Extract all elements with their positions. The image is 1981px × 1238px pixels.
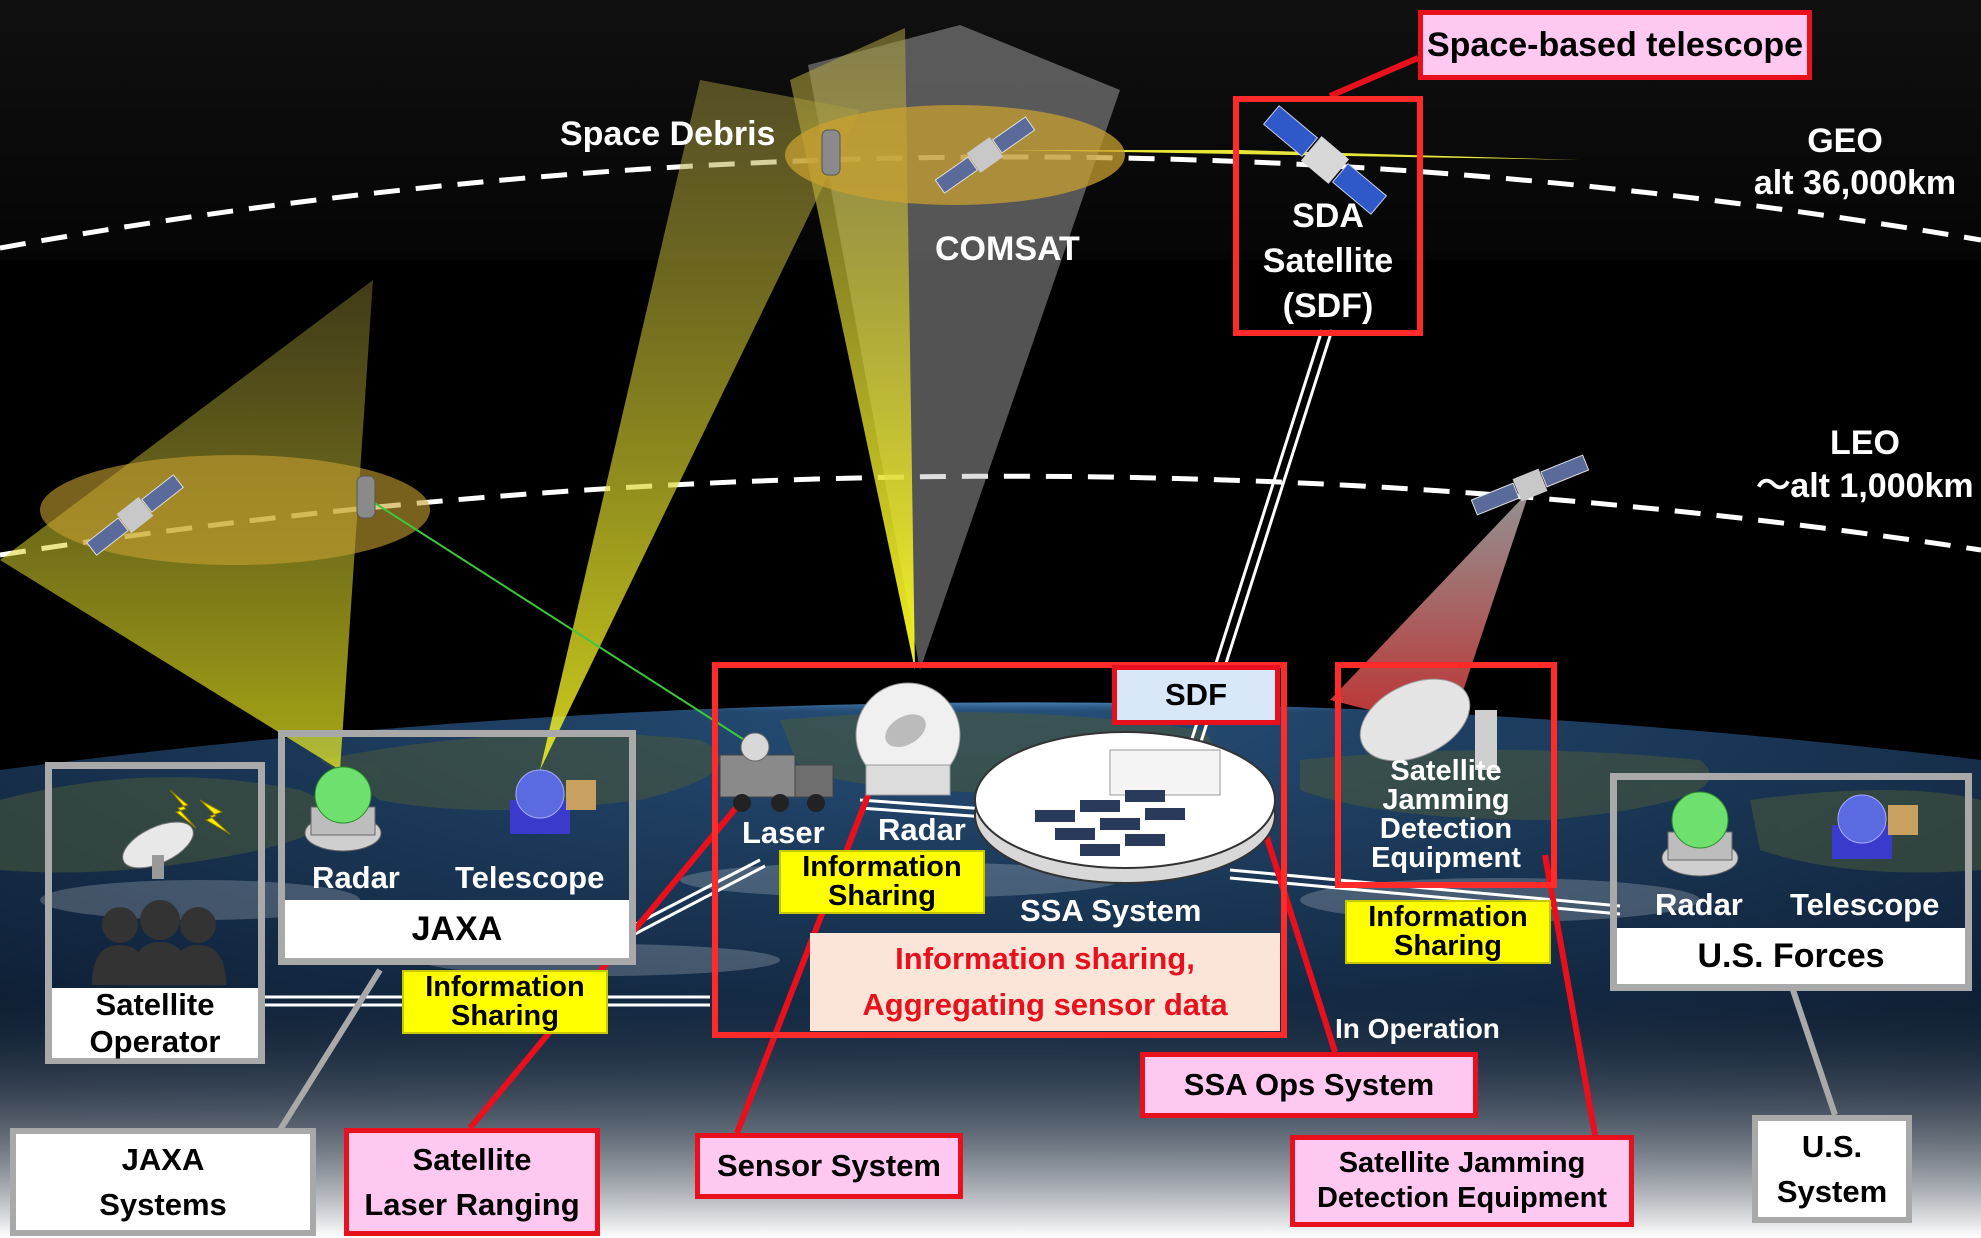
parabolic-antenna-icon xyxy=(1359,678,1497,770)
info-sharing-jaxa: Information Sharing xyxy=(402,970,608,1034)
info-sharing-line-2: Sharing xyxy=(828,880,936,912)
jaxa-radar-label: Radar xyxy=(312,860,400,895)
jamming-equipment-frame xyxy=(1335,662,1557,888)
radar-dome-icon xyxy=(1661,791,1739,877)
jamming-line-1: Satellite xyxy=(1390,755,1502,787)
geo-telescope-beam xyxy=(1005,150,1580,160)
note-line-1: Information sharing, xyxy=(895,940,1195,976)
gray-connectors xyxy=(277,968,1838,1132)
operator-line-2: Operator xyxy=(89,1024,221,1059)
sda-line-2: Satellite xyxy=(1262,242,1394,281)
sda-line-3: (SDF) xyxy=(1282,287,1374,326)
ssa-system-label: SSA System xyxy=(1020,893,1202,928)
control-room-icon xyxy=(974,731,1276,884)
us-forces-frame xyxy=(1610,773,1972,991)
telescope-icon xyxy=(1832,794,1918,859)
radar-dome-icon xyxy=(304,766,382,852)
info-sharing-line-1: Information xyxy=(1368,901,1528,933)
ssa-ops-system-callout: SSA Ops System xyxy=(1140,1052,1478,1118)
info-sharing-us: Information Sharing xyxy=(1345,900,1551,964)
space-based-telescope-callout: Space-based telescope xyxy=(1418,10,1812,80)
jamming-detection-callout: Satellite Jamming Detection Equipment xyxy=(1290,1135,1634,1227)
radar-dome-icon xyxy=(855,682,961,796)
leo-debris-ellipse xyxy=(40,455,430,565)
satellite-operator-label: Satellite Operator xyxy=(52,986,258,1059)
us-radar-label: Radar xyxy=(1655,887,1743,922)
sdf-ground-frame xyxy=(712,662,1287,1038)
jaxa-telescope-label: Telescope xyxy=(455,860,605,895)
slr-line-1: Satellite xyxy=(412,1141,532,1177)
geo-altitude: alt 36,000km xyxy=(1753,164,1957,202)
sda-satellite-frame xyxy=(1233,96,1423,336)
laser-truck-icon xyxy=(719,732,834,812)
slr-line-2: Laser Ranging xyxy=(364,1187,580,1222)
satellite-icon xyxy=(86,474,184,556)
leo-label: LEO xyxy=(1830,424,1900,462)
info-sharing-line-1: Information xyxy=(425,971,585,1003)
jamming-line-4: Equipment xyxy=(1371,842,1521,874)
info-sharing-line-1: Information xyxy=(802,851,962,883)
sensor-system-callout: Sensor System xyxy=(695,1133,963,1199)
space-debris-label: Space Debris xyxy=(560,115,776,153)
debris-icon xyxy=(356,475,376,519)
comsat-label: COMSAT xyxy=(935,230,1080,268)
us-system-callout: U.S. System xyxy=(1752,1115,1912,1223)
geo-debris-ellipse xyxy=(785,105,1125,205)
jd-line-1: Satellite Jamming xyxy=(1338,1147,1586,1180)
satellite-icon xyxy=(1470,454,1590,516)
leo-altitude: ～alt 1,000km xyxy=(1756,467,1974,505)
jamming-beam xyxy=(1330,490,1530,730)
satellite-operator-frame xyxy=(45,762,265,1064)
sdf-tag: SDF xyxy=(1112,665,1280,725)
jaxa-systems-callout: JAXA Systems xyxy=(10,1128,316,1236)
satellite-icon xyxy=(1262,105,1388,215)
jaxa-systems-line-2: Systems xyxy=(99,1187,227,1222)
geo-label: GEO xyxy=(1807,122,1883,160)
info-sharing-line-2: Sharing xyxy=(1394,930,1502,962)
sdf-note: Information sharing, Aggregating sensor … xyxy=(810,933,1280,1031)
note-line-2: Aggregating sensor data xyxy=(862,987,1228,1022)
sda-line-1: SDA xyxy=(1292,197,1364,235)
us-system-line-2: System xyxy=(1776,1174,1888,1209)
jamming-line-3: Detection xyxy=(1379,813,1513,845)
jaxa-systems-line-1: JAXA xyxy=(121,1141,205,1177)
in-operation-label: In Operation xyxy=(1335,1013,1500,1044)
sdf-laser-label: Laser xyxy=(742,815,825,850)
operator-line-1: Satellite xyxy=(95,986,215,1022)
jamming-equipment-label: Satellite Jamming Detection Equipment xyxy=(1335,757,1557,873)
us-telescope-label: Telescope xyxy=(1790,887,1940,922)
us-forces-name: U.S. Forces xyxy=(1617,928,1965,984)
jaxa-telescope-beam xyxy=(540,80,860,770)
jamming-line-2: Jamming xyxy=(1382,784,1510,816)
geo-orbit xyxy=(0,154,1981,251)
people-icon xyxy=(92,900,226,985)
satellite-laser-ranging-callout: Satellite Laser Ranging xyxy=(344,1128,600,1236)
laser-line xyxy=(369,499,761,751)
lightning-icon xyxy=(169,789,231,835)
jaxa-name: JAXA xyxy=(285,900,629,958)
telescope-icon xyxy=(510,769,596,834)
jd-line-2: Detection Equipment xyxy=(1316,1182,1607,1214)
sdf-radar-label: Radar xyxy=(878,812,966,847)
sda-satellite-label: SDA Satellite (SDF) xyxy=(1233,197,1423,326)
us-system-line-1: U.S. xyxy=(1801,1128,1863,1164)
info-sharing-line-2: Sharing xyxy=(451,1000,559,1032)
satellite-icon xyxy=(934,116,1036,194)
parabolic-antenna-icon xyxy=(122,821,194,879)
debris-icon xyxy=(821,129,841,176)
info-sharing-sdf: Information Sharing xyxy=(779,850,985,914)
jaxa-frame xyxy=(278,730,636,965)
